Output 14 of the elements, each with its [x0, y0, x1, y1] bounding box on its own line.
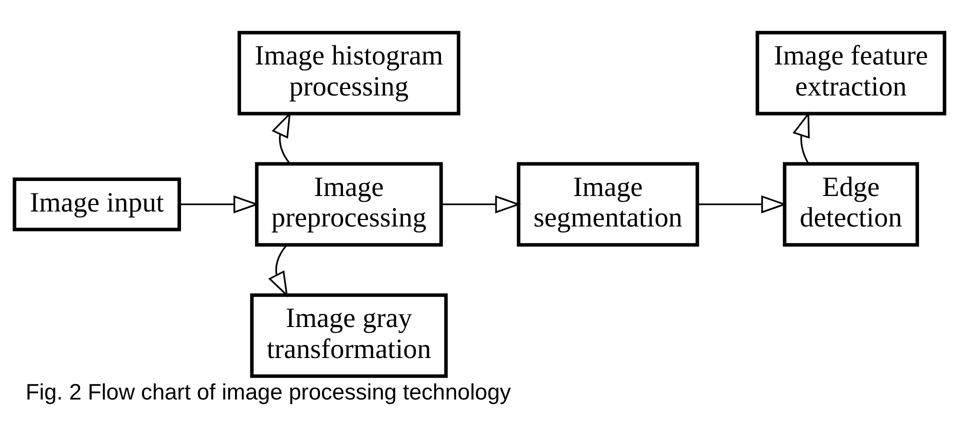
arrow	[792, 111, 810, 164]
node-box: Image histogram processing	[238, 30, 460, 116]
arrow	[268, 244, 288, 298]
node-box: Edge detection	[782, 162, 920, 247]
arrow	[441, 195, 521, 214]
arrow	[272, 112, 291, 164]
node-box: Image segmentation	[516, 162, 700, 247]
arrow	[180, 195, 260, 214]
node-box: Image input	[12, 177, 182, 232]
arrow	[697, 195, 787, 214]
caption: Fig. 2 Flow chart of image processing technology	[26, 380, 511, 405]
node-box: Image gray transformation	[250, 293, 448, 378]
node-box: Image preprocessing	[255, 162, 443, 247]
node-box: Image feature extraction	[756, 30, 946, 116]
